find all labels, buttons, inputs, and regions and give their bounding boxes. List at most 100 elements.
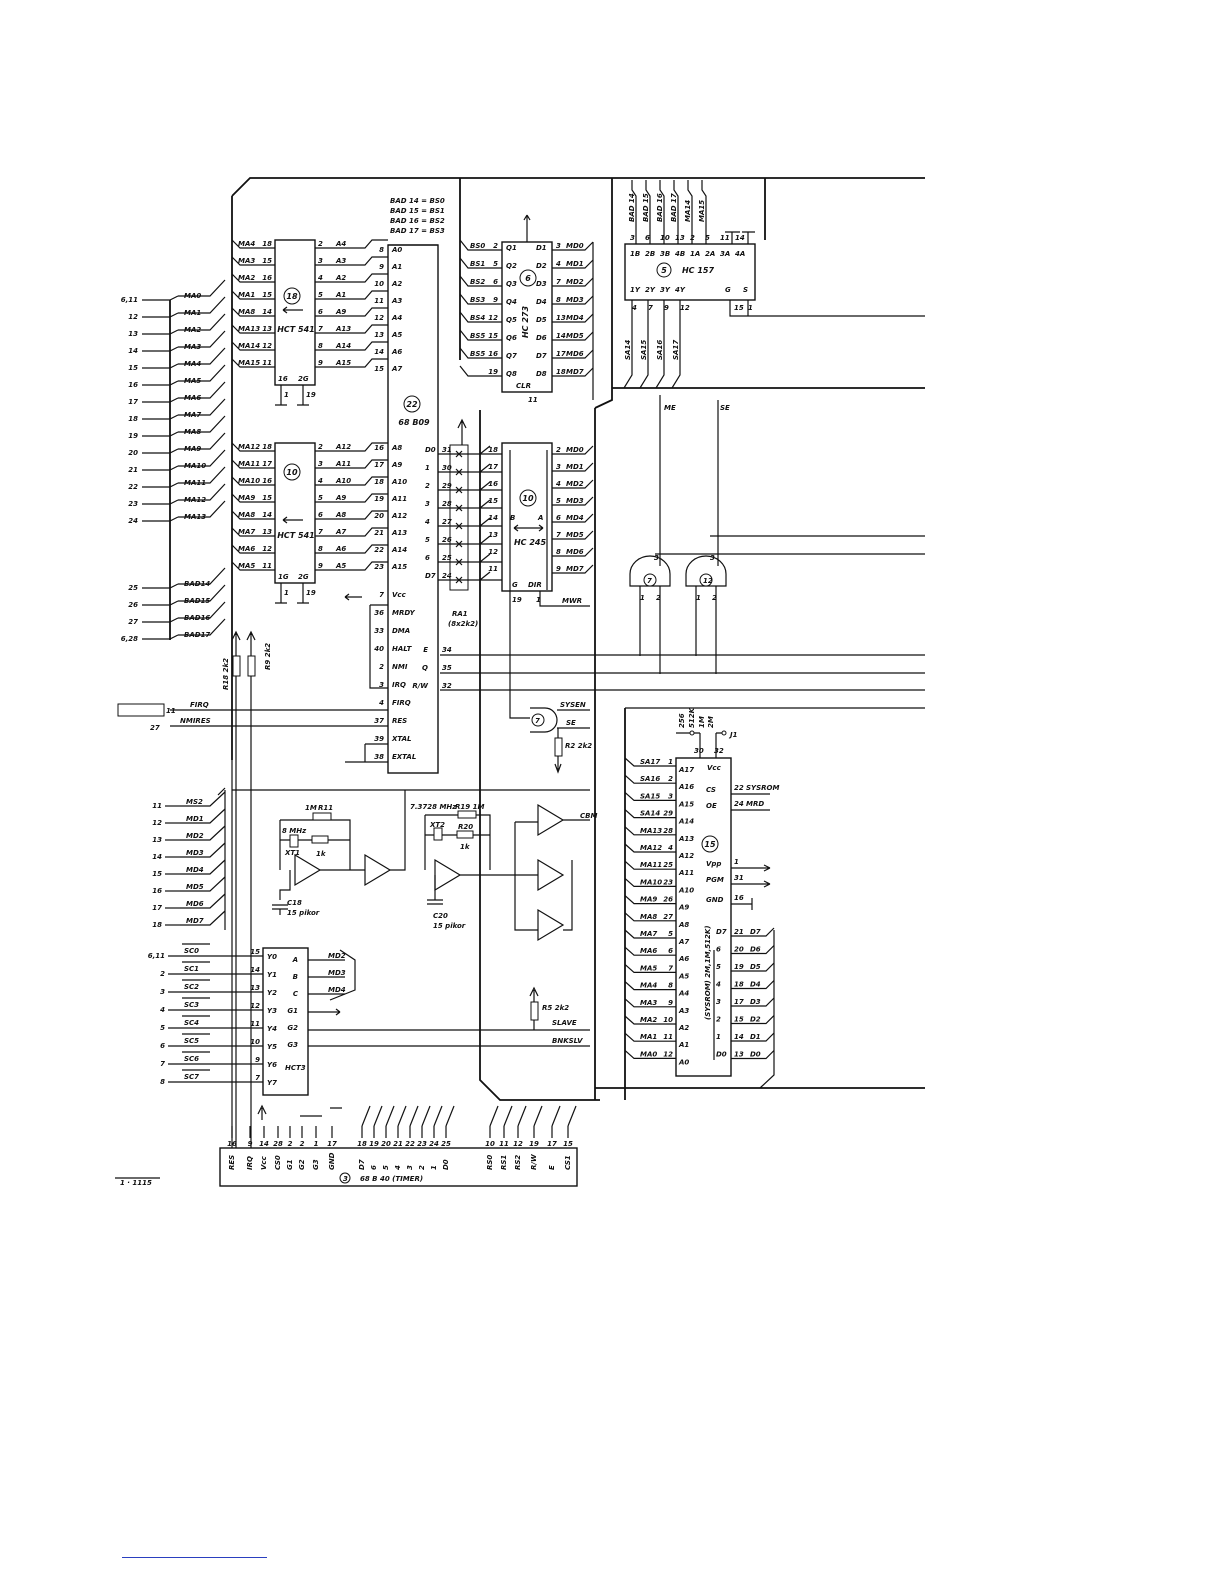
rom-addr-label: SA17 <box>640 758 660 766</box>
u6-in-pin: 5 <box>493 260 498 268</box>
u6-out-pin: 4 <box>556 260 561 268</box>
md-bus-pin: 16 <box>152 887 162 895</box>
u5-top-inner: 4A <box>735 250 745 258</box>
hc245-out-label: MD6 <box>566 548 584 556</box>
cpu-pin: 23 <box>374 563 384 571</box>
sc-bus-label: SC6 <box>184 1055 199 1063</box>
osc2-cap: C20 <box>433 912 448 920</box>
buf-in-pin: 14 <box>262 511 272 519</box>
rom-data-pin: 17 <box>734 998 744 1006</box>
buf-out-label: A12 <box>335 443 351 451</box>
cpu-pin: 33 <box>374 627 384 635</box>
u18-part: HCT 541 <box>277 325 315 334</box>
buf-out-label: A4 <box>335 240 346 248</box>
buf-in-pin: 18 <box>262 443 272 451</box>
buf-bot: 2G <box>298 573 309 581</box>
timer-pin: 20 <box>381 1140 391 1148</box>
md-bus-pin: 17 <box>152 904 162 912</box>
buf-out-label: A3 <box>335 257 346 265</box>
buf-in-label: MA3 <box>238 257 255 265</box>
cpu-pin: 37 <box>374 717 384 725</box>
hc245-bot: 19 <box>512 596 522 604</box>
timer-pin-name: 2 <box>418 1165 426 1170</box>
cpu-pin: 13 <box>374 331 384 339</box>
hc245-out-label: MD7 <box>566 565 584 573</box>
nmires-pin: 27 <box>150 724 160 732</box>
timer-pin: 16 <box>227 1140 237 1148</box>
md-bus-label: MD3 <box>186 849 204 857</box>
cpu-pin: 15 <box>374 365 384 373</box>
buf-bot: 1G <box>278 573 289 581</box>
u6-in-label: BS5 <box>470 350 485 358</box>
rom-top-pin: 32 <box>714 747 724 755</box>
u5-bot-inner: G <box>725 286 731 294</box>
u6-in-pin: 19 <box>488 368 498 376</box>
buf-in-label: MA11 <box>238 460 260 468</box>
rom-addr-name: A4 <box>678 990 689 998</box>
decoder-y: Y0 <box>267 953 277 961</box>
u6-out-pin: 7 <box>556 278 561 286</box>
rom-data-label: D3 <box>750 998 761 1006</box>
md-bus-pin: 11 <box>152 802 162 810</box>
hc245-dir: DIR <box>528 581 542 589</box>
cpu-ctrl: Q <box>422 664 428 672</box>
cpu-pin: 7 <box>379 591 384 599</box>
buf-in-pin: 16 <box>262 274 272 282</box>
buf-out-label: A1 <box>335 291 346 299</box>
u5-top-label: BAD 15 <box>642 193 650 222</box>
rom-data-label: D2 <box>750 1016 761 1024</box>
timer-pin: 9 <box>248 1140 253 1148</box>
u6-in-pin: 15 <box>488 332 498 340</box>
sc-bus-pin: 7 <box>160 1060 165 1068</box>
u6-out-label: MD0 <box>566 242 584 250</box>
cpu-pin: 10 <box>374 280 384 288</box>
timer-pin: 10 <box>485 1140 495 1148</box>
resistor-array-ra1: RA1 (8x2k2) <box>448 418 491 628</box>
u15-part: (SYSROM) 2M,1M,512K) <box>704 925 712 1020</box>
u5-top-pin: 14 <box>735 234 745 242</box>
buf-out-label: A11 <box>335 460 351 468</box>
rom-data-pin: 14 <box>734 1033 744 1041</box>
timer-pin: 28 <box>273 1140 283 1148</box>
timer-pin: 1 <box>314 1140 319 1148</box>
cpu-pin-name: A3 <box>391 297 402 305</box>
sc-bus-label: SC1 <box>184 965 199 973</box>
rom-addr-pin: 26 <box>663 896 673 904</box>
u6-clk: CLR <box>516 382 531 390</box>
rom-addr-pin: 6 <box>668 947 673 955</box>
u5-bot-inner: 2Y <box>645 286 656 294</box>
cpu-pin: 3 <box>379 681 384 689</box>
cpu-pin: 2 <box>379 663 384 671</box>
decoder-pin: 13 <box>250 984 260 992</box>
timer-pin-name: RS1 <box>500 1155 508 1170</box>
sc-bus-pin: 8 <box>160 1078 165 1086</box>
resistor-r9: R9 2k2 <box>264 643 272 670</box>
u22-ref: 22 <box>406 400 418 409</box>
buf-out-label: A8 <box>335 511 346 519</box>
u15-ref: 15 <box>704 840 716 849</box>
cpu-pin-name: A8 <box>391 444 402 452</box>
sc-bus-pin: 4 <box>160 1006 165 1014</box>
rom-ctrl-name: PGM <box>706 876 724 884</box>
u6-in-pin: 2 <box>493 242 498 250</box>
hc245-ref: 10 <box>522 494 534 503</box>
u5-top-label: BAD 17 <box>670 193 678 222</box>
cpu-pin-name: A7 <box>391 365 402 373</box>
left-bus-pin: 26 <box>128 601 138 609</box>
jumper-label: 2M <box>707 716 715 728</box>
u6-part: HC 273 <box>521 306 530 338</box>
u6-in-pin: 6 <box>493 278 498 286</box>
u5-top-label: MA15 <box>698 200 706 222</box>
rom-ctrl-pin: 24 <box>734 800 744 808</box>
timer-pin-name: RS2 <box>514 1155 522 1170</box>
rom-addr-label: MA6 <box>640 947 657 955</box>
cpu-pin-name: A9 <box>391 461 402 469</box>
osc1-rval: 1k <box>316 850 327 858</box>
rom-addr-label: MA7 <box>640 930 657 938</box>
u5-output: SA15 <box>640 340 648 360</box>
cpu-pin: 22 <box>374 546 384 554</box>
